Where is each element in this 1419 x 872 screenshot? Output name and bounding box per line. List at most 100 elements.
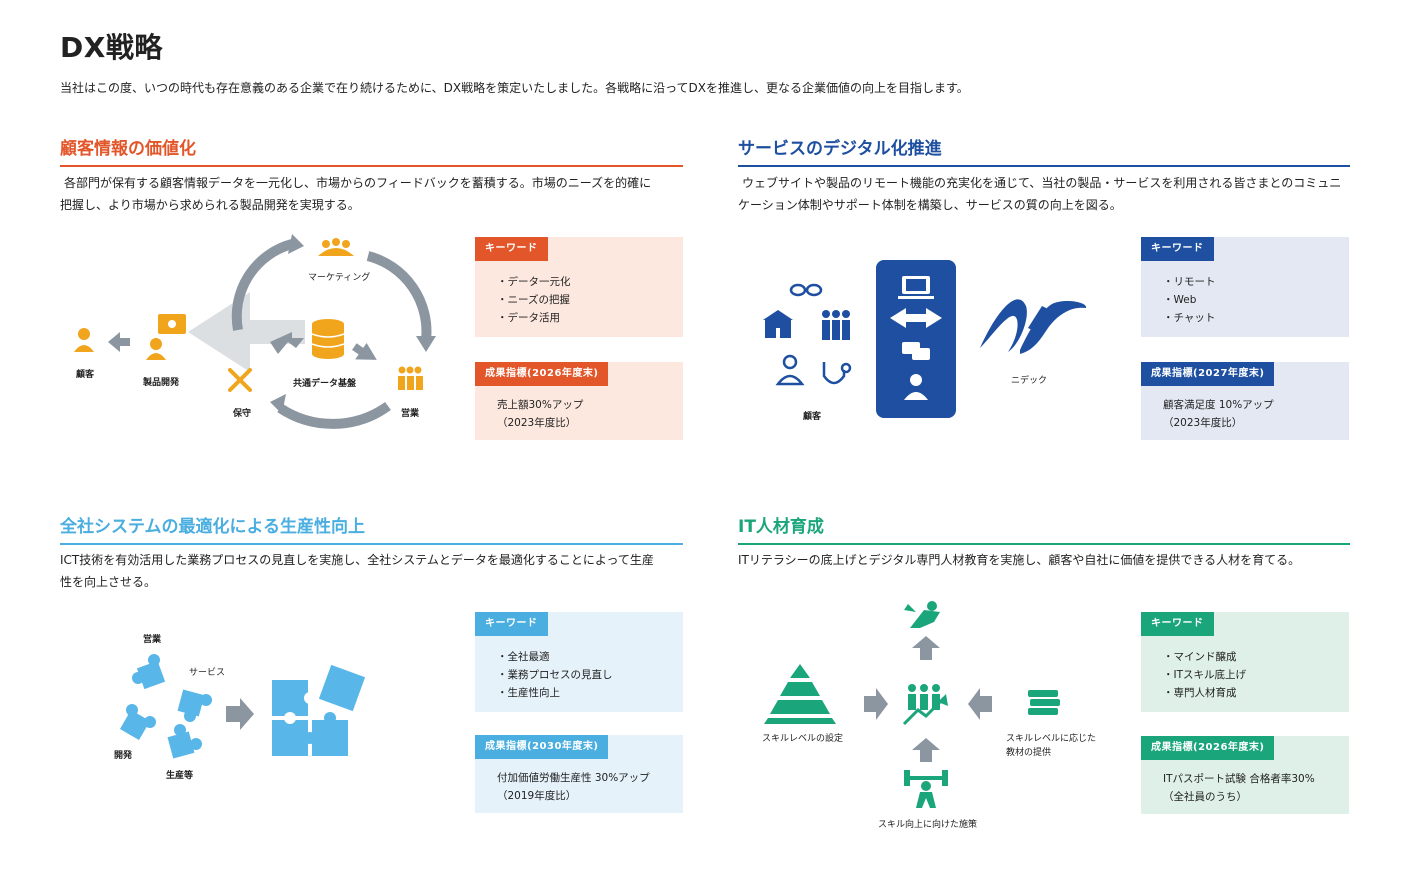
kpi-tag: 成果指標(2026年度末) xyxy=(475,362,609,386)
superhero-icon xyxy=(904,601,940,628)
people-group-icon xyxy=(398,366,423,390)
keyword-item: ・データ一元化 xyxy=(497,276,571,288)
kpi-box-s4: 成果指標(2026年度末) ITパスポート試験 合格者率30% （全社員のうち） xyxy=(1141,736,1349,814)
pyramid-icon xyxy=(764,664,836,724)
label-sales: 営業 xyxy=(401,409,420,419)
arrow-right-icon xyxy=(226,698,254,730)
puzzle-piece-icon xyxy=(119,704,156,741)
service-diagram xyxy=(763,260,1087,418)
section-heading-system-optimize: 全社システムの最適化による生産性向上 xyxy=(60,512,683,545)
kpi-value: 顧客満足度 10%アップ xyxy=(1163,399,1274,411)
label-customer: 顧客 xyxy=(76,370,95,380)
page-intro: 当社はこの度、いつの時代も存在意義のある企業で在り続けるために、DX戦略を策定い… xyxy=(60,81,969,95)
data-cycle-diagram xyxy=(74,234,436,429)
keyword-item: ・全社最適 xyxy=(497,651,550,663)
cycle-arc-bottom xyxy=(277,401,391,429)
section-desc-customer-data: 各部門が保有する顧客情報データを一元化し、市場からのフィードバックを蓄積する。市… xyxy=(60,176,652,212)
section-desc-it-talent: ITリテラシーの底上げとデジタル専門人材教育を実施し、顧客や自社に価値を提供でき… xyxy=(738,553,1301,567)
label-service: サービス xyxy=(189,668,226,678)
kpi-baseline: （2023年度比） xyxy=(1163,417,1243,429)
kpi-baseline: （全社員のうち） xyxy=(1163,791,1247,803)
two-way-arrow-icon xyxy=(890,308,942,328)
assembled-puzzle-icon xyxy=(272,664,366,756)
kpi-value: 付加価値労働生産性 30%アップ xyxy=(497,772,650,784)
school-icon xyxy=(763,310,793,338)
keyword-tag: キーワード xyxy=(475,237,548,261)
section-heading-service-digital: サービスのデジタル化推進 xyxy=(738,134,1350,167)
keyword-item: ・専門人材育成 xyxy=(1163,687,1237,699)
keyword-item: ・ニーズの把握 xyxy=(497,294,570,306)
section-heading-it-talent: IT人材育成 xyxy=(738,512,1350,545)
group-icon xyxy=(822,310,850,340)
keyword-box-s4: キーワード ・マインド醸成 ・ITスキル底上げ ・専門人材育成 xyxy=(1141,612,1349,712)
section-heading-customer-data: 顧客情報の価値化 xyxy=(60,134,683,167)
operator-icon xyxy=(904,374,928,400)
team-icon xyxy=(318,238,354,256)
keyword-box-s1: キーワード ・データ一元化 ・ニーズの把握 ・データ活用 xyxy=(475,237,683,337)
talent-diagram xyxy=(764,601,1060,808)
label-maintenance: 保守 xyxy=(233,409,252,419)
kpi-tag: 成果指標(2027年度末) xyxy=(1141,362,1275,386)
arrow-left-icon xyxy=(968,688,992,720)
label-production: 生産等 xyxy=(166,771,194,781)
cycle-arc-top-right xyxy=(366,251,432,341)
keyword-box-s2: キーワード ・リモート ・Web ・チャット xyxy=(1141,237,1349,337)
keyword-item: ・ITスキル底上げ xyxy=(1163,669,1247,681)
puzzle-piece-icon xyxy=(177,689,212,722)
channel-panel xyxy=(876,260,956,418)
books-icon xyxy=(1028,690,1060,715)
stethoscope-icon xyxy=(822,362,852,385)
label-customer: 顧客 xyxy=(803,412,822,422)
keyword-tag: キーワード xyxy=(1141,237,1214,261)
arrow-to-customer xyxy=(108,332,130,352)
keyword-box-s3: キーワード ・全社最適 ・業務プロセスの見直し ・生産性向上 xyxy=(475,612,683,712)
arrowhead xyxy=(288,234,304,254)
computer-icon xyxy=(898,276,934,299)
puzzle-piece-icon xyxy=(132,654,166,690)
kpi-box-s1: 成果指標(2026年度末) 売上額30%アップ （2023年度比） xyxy=(475,362,683,440)
arrow-from-maintenance xyxy=(270,332,304,354)
keyword-tag: キーワード xyxy=(1141,612,1214,636)
keyword-item: ・Web xyxy=(1163,294,1197,306)
kpi-box-s3: 成果指標(2030年度末) 付加価値労働生産性 30%アップ （2019年度比） xyxy=(475,735,683,813)
puzzle-diagram xyxy=(119,654,366,759)
keyword-item: ・チャット xyxy=(1163,312,1216,324)
kpi-tag: 成果指標(2030年度末) xyxy=(475,735,609,759)
keyword-item: ・マインド醸成 xyxy=(1163,651,1237,663)
label-measures: スキル向上に向けた施策 xyxy=(878,820,978,830)
kpi-value: ITパスポート試験 合格者率30% xyxy=(1163,773,1315,785)
kpi-tag: 成果指標(2026年度末) xyxy=(1141,736,1275,760)
person-idea-icon xyxy=(146,314,186,360)
label-materials-line2: 教材の提供 xyxy=(1006,748,1052,758)
database-icon xyxy=(311,319,345,359)
kpi-value: 売上額30%アップ xyxy=(497,399,584,411)
arrowhead xyxy=(416,336,436,352)
doctor-icon xyxy=(775,354,805,386)
arrow-up-icon xyxy=(912,738,940,762)
chat-icon xyxy=(902,342,930,360)
weightlifter-icon xyxy=(904,770,948,808)
large-feedback-arrow xyxy=(188,292,305,372)
keyword-tag: キーワード xyxy=(475,612,548,636)
team-growth-icon xyxy=(902,684,948,726)
label-marketing: マーケティング xyxy=(308,273,371,283)
person-icon xyxy=(74,328,94,352)
kpi-box-s2: 成果指標(2027年度末) 顧客満足度 10%アップ （2023年度比） xyxy=(1141,362,1349,440)
section-desc-service-digital: ウェブサイトや製品のリモート機能の充実化を通じて、当社の製品・サービスを利用され… xyxy=(738,176,1342,212)
kpi-baseline: （2019年度比） xyxy=(497,790,577,802)
arrow-from-sales xyxy=(352,342,377,360)
tools-icon xyxy=(228,368,252,392)
arrowhead xyxy=(270,394,286,414)
glasses-icon xyxy=(789,283,823,297)
puzzle-piece-icon xyxy=(167,724,202,759)
label-nidec: ニデック xyxy=(1011,376,1048,386)
label-sales: 営業 xyxy=(143,635,162,645)
arrow-up-icon xyxy=(912,636,940,660)
keyword-item: ・生産性向上 xyxy=(497,687,560,699)
label-materials-line1: スキルレベルに応じた xyxy=(1006,734,1097,744)
keyword-item: ・データ活用 xyxy=(497,312,560,324)
label-product-dev: 製品開発 xyxy=(143,378,180,388)
arrow-right-icon xyxy=(864,688,888,720)
cycle-arc-top-left xyxy=(231,239,294,331)
kpi-baseline: （2023年度比） xyxy=(497,417,577,429)
